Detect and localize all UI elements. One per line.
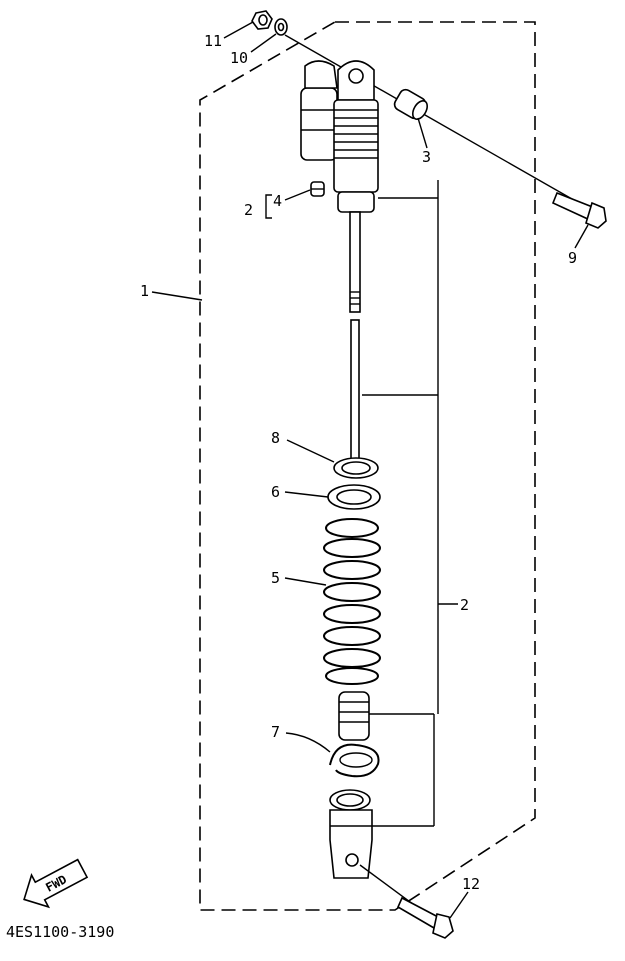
collar-3 bbox=[393, 88, 429, 120]
callout-2-bracket: 2 bbox=[244, 201, 253, 219]
nut-11 bbox=[251, 10, 273, 30]
locknut-8 bbox=[333, 457, 379, 479]
callout-11: 11 bbox=[204, 32, 222, 50]
shock-top-body bbox=[300, 60, 379, 213]
bolt-9 bbox=[551, 191, 607, 229]
callout-10: 10 bbox=[230, 49, 248, 67]
callout-7: 7 bbox=[271, 723, 280, 741]
callout-4: 4 bbox=[273, 192, 282, 210]
bolt-12 bbox=[359, 864, 454, 939]
callout-3: 3 bbox=[422, 148, 431, 166]
washer-10 bbox=[274, 18, 288, 36]
valve-cap-4 bbox=[310, 181, 325, 197]
callout-12: 12 bbox=[462, 875, 480, 893]
part-code: 4ES1100-3190 bbox=[6, 923, 114, 941]
callout-1: 1 bbox=[140, 282, 149, 300]
assembly-boundary bbox=[199, 21, 536, 911]
damper-rod bbox=[349, 211, 361, 461]
callout-9: 9 bbox=[568, 249, 577, 267]
fwd-arrow-icon: FWD bbox=[23, 858, 89, 909]
bump-rubber bbox=[338, 691, 370, 741]
lower-clevis bbox=[329, 789, 373, 879]
callout-6: 6 bbox=[271, 483, 280, 501]
adjuster-6 bbox=[327, 484, 381, 510]
callout-2-main: 2 bbox=[460, 596, 469, 614]
callout-5: 5 bbox=[271, 569, 280, 587]
spring-guide-7 bbox=[329, 743, 380, 778]
bolt-9-axis-line bbox=[284, 34, 601, 216]
callout-leaders bbox=[151, 21, 589, 919]
callout-8: 8 bbox=[271, 429, 280, 447]
spring-5 bbox=[323, 518, 381, 685]
